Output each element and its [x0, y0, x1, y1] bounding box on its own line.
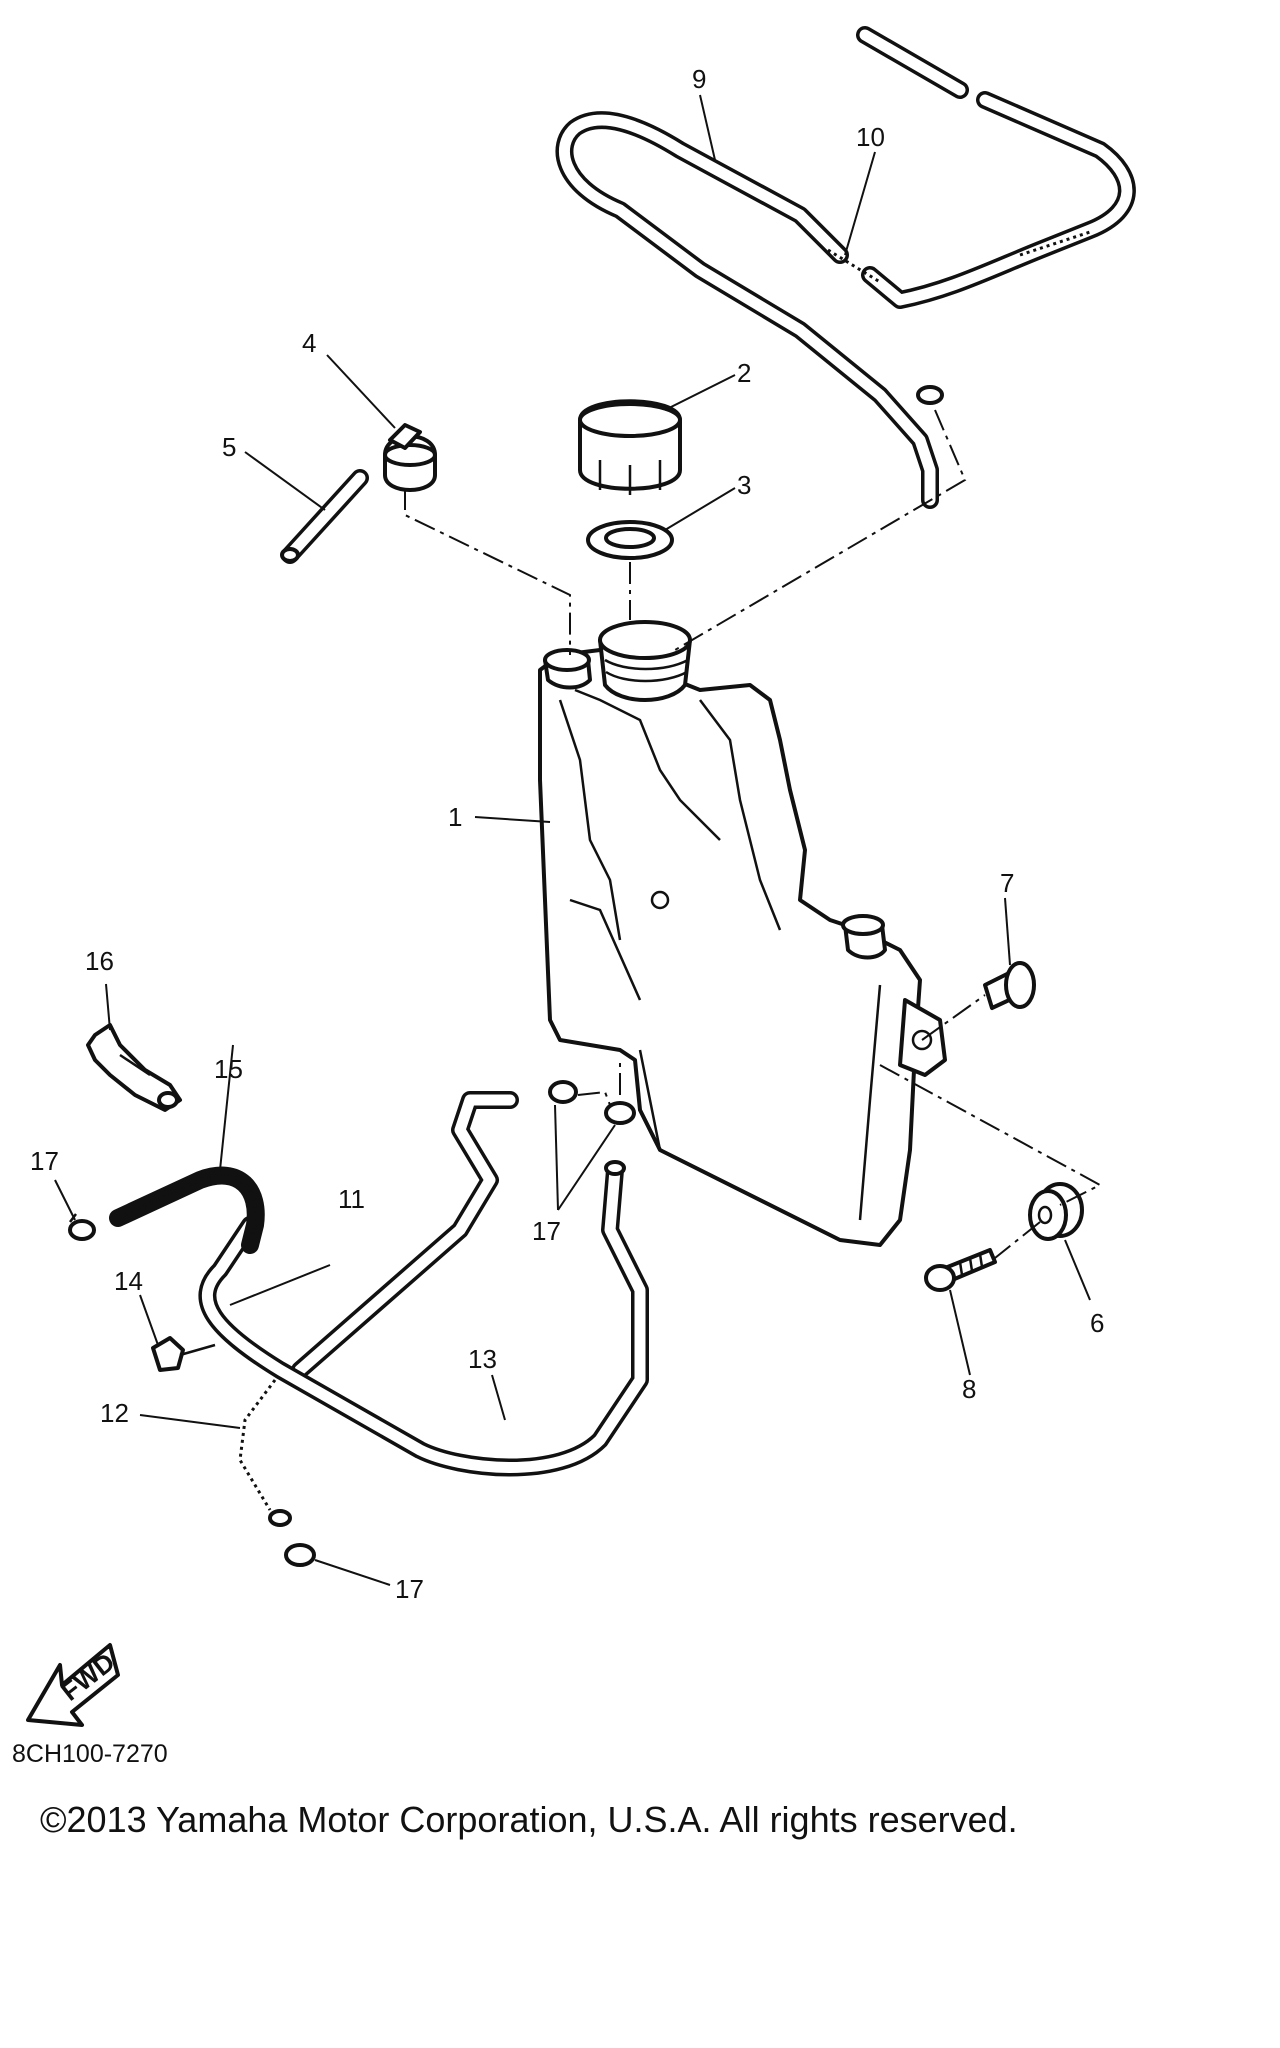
callout-17-b: 17	[532, 1216, 561, 1246]
part-7-collar	[983, 961, 1036, 1010]
callout-7: 7	[1000, 868, 1014, 898]
diagram-code: 8CH100-7270	[12, 1740, 168, 1768]
callout-1: 1	[448, 802, 462, 832]
part-11-hose	[229, 1091, 519, 1379]
callout-10: 10	[856, 122, 885, 152]
callout-9: 9	[692, 64, 706, 94]
callout-14: 14	[114, 1266, 143, 1296]
part-17-clip-b	[548, 1080, 636, 1125]
part-5-hose	[280, 469, 369, 564]
part-17-clip-c	[284, 1543, 316, 1567]
part-8-bolt	[924, 1248, 997, 1292]
part-9-breather-hose	[555, 26, 1136, 509]
part-14-clamp	[151, 1336, 216, 1372]
callout-13: 13	[468, 1344, 497, 1374]
callout-3: 3	[737, 470, 751, 500]
part-13-hose	[198, 1160, 649, 1477]
callout-15: 15	[214, 1054, 243, 1084]
callout-4: 4	[302, 328, 316, 358]
fwd-arrow-icon: FWD	[26, 1643, 120, 1727]
part-15-hose	[109, 1166, 265, 1254]
callout-5: 5	[222, 432, 236, 462]
part-1-oil-tank	[538, 620, 947, 1247]
part-12-spring	[238, 1379, 292, 1527]
part-3-gasket	[586, 520, 674, 560]
copyright-notice: ©2013 Yamaha Motor Corporation, U.S.A. A…	[40, 1799, 1018, 1840]
leader-lines	[54, 94, 1091, 1586]
part-4-cap	[383, 423, 437, 492]
callout-6: 6	[1090, 1308, 1104, 1338]
callout-17-a: 17	[30, 1146, 59, 1176]
callout-8: 8	[962, 1374, 976, 1404]
assembly-lines	[404, 409, 1103, 1259]
part-10-spring	[827, 230, 1091, 284]
callout-12: 12	[100, 1398, 129, 1428]
callout-16: 16	[85, 946, 114, 976]
callout-11: 11	[338, 1184, 365, 1214]
part-2-filler-cap	[578, 399, 682, 495]
callout-2: 2	[737, 358, 751, 388]
part-16-holder	[86, 1023, 182, 1112]
part-6-grommet	[1028, 1182, 1084, 1241]
callout-17-c: 17	[395, 1574, 424, 1604]
